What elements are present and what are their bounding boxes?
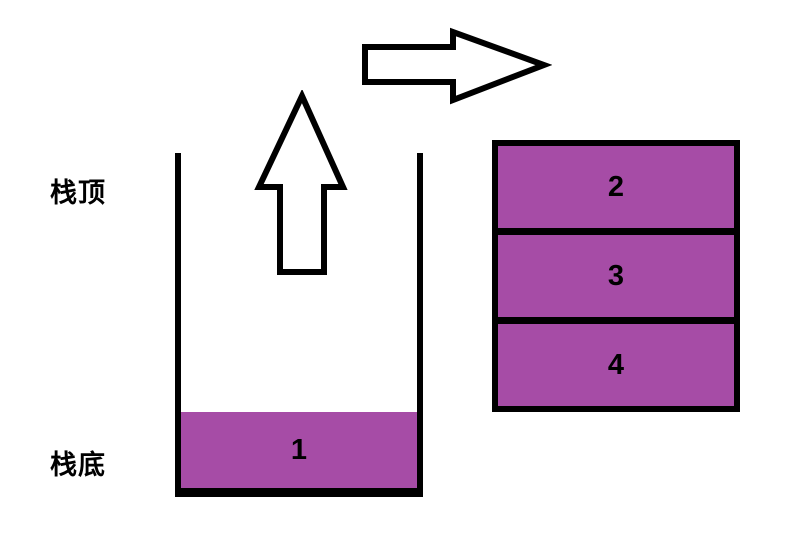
right-arrow-icon — [362, 27, 552, 105]
stack-block-label: 1 — [290, 433, 308, 466]
popped-block-label: 3 — [607, 259, 625, 292]
popped-block: 4 — [498, 324, 734, 406]
popped-block-label: 2 — [607, 170, 625, 203]
popped-block: 2 — [498, 146, 734, 228]
stack-block: 1 — [181, 412, 417, 488]
stack-top-label: 栈顶 — [50, 178, 106, 208]
stack-container: 1 — [175, 153, 423, 497]
up-arrow-icon — [254, 90, 348, 275]
popped-blocks-stack: 2 3 4 — [492, 140, 740, 412]
popped-block: 3 — [498, 235, 734, 317]
stack-bottom-label: 栈底 — [50, 450, 106, 480]
popped-block-label: 4 — [607, 348, 625, 381]
